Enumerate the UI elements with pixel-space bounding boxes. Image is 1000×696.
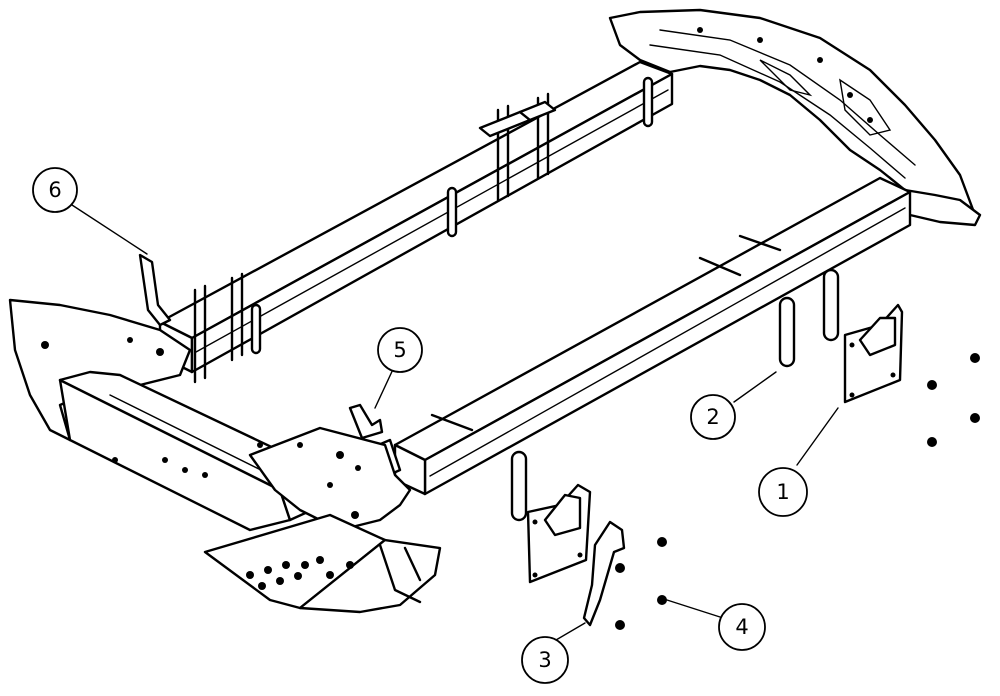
part-4-nuts <box>615 353 980 630</box>
callout-5-label: 5 <box>393 338 406 362</box>
callout-5: 5 <box>377 327 423 373</box>
rail-clamps <box>193 76 782 432</box>
callout-1: 1 <box>758 467 808 517</box>
step-holes <box>246 556 354 590</box>
left-side-rail <box>158 60 674 374</box>
callout-6: 6 <box>32 167 78 213</box>
part-1-mounting-plate-right <box>843 303 904 404</box>
callout-4: 4 <box>718 603 766 651</box>
part-2-straps <box>510 268 840 522</box>
front-step-platform <box>203 426 442 614</box>
rear-cross-member <box>608 8 982 227</box>
part-1-mounting-plate-left <box>526 483 592 584</box>
callout-4-label: 4 <box>735 615 748 639</box>
callout-6-label: 6 <box>48 178 61 202</box>
callout-2: 2 <box>690 394 736 440</box>
part-5-bracket <box>348 403 384 440</box>
callout-3: 3 <box>521 636 569 684</box>
part-3-bracket <box>582 520 626 627</box>
leader-lines <box>71 204 839 641</box>
callout-1-label: 1 <box>776 480 789 504</box>
part-6-bracket <box>138 253 172 327</box>
callout-2-label: 2 <box>706 405 719 429</box>
callout-3-label: 3 <box>538 648 551 672</box>
